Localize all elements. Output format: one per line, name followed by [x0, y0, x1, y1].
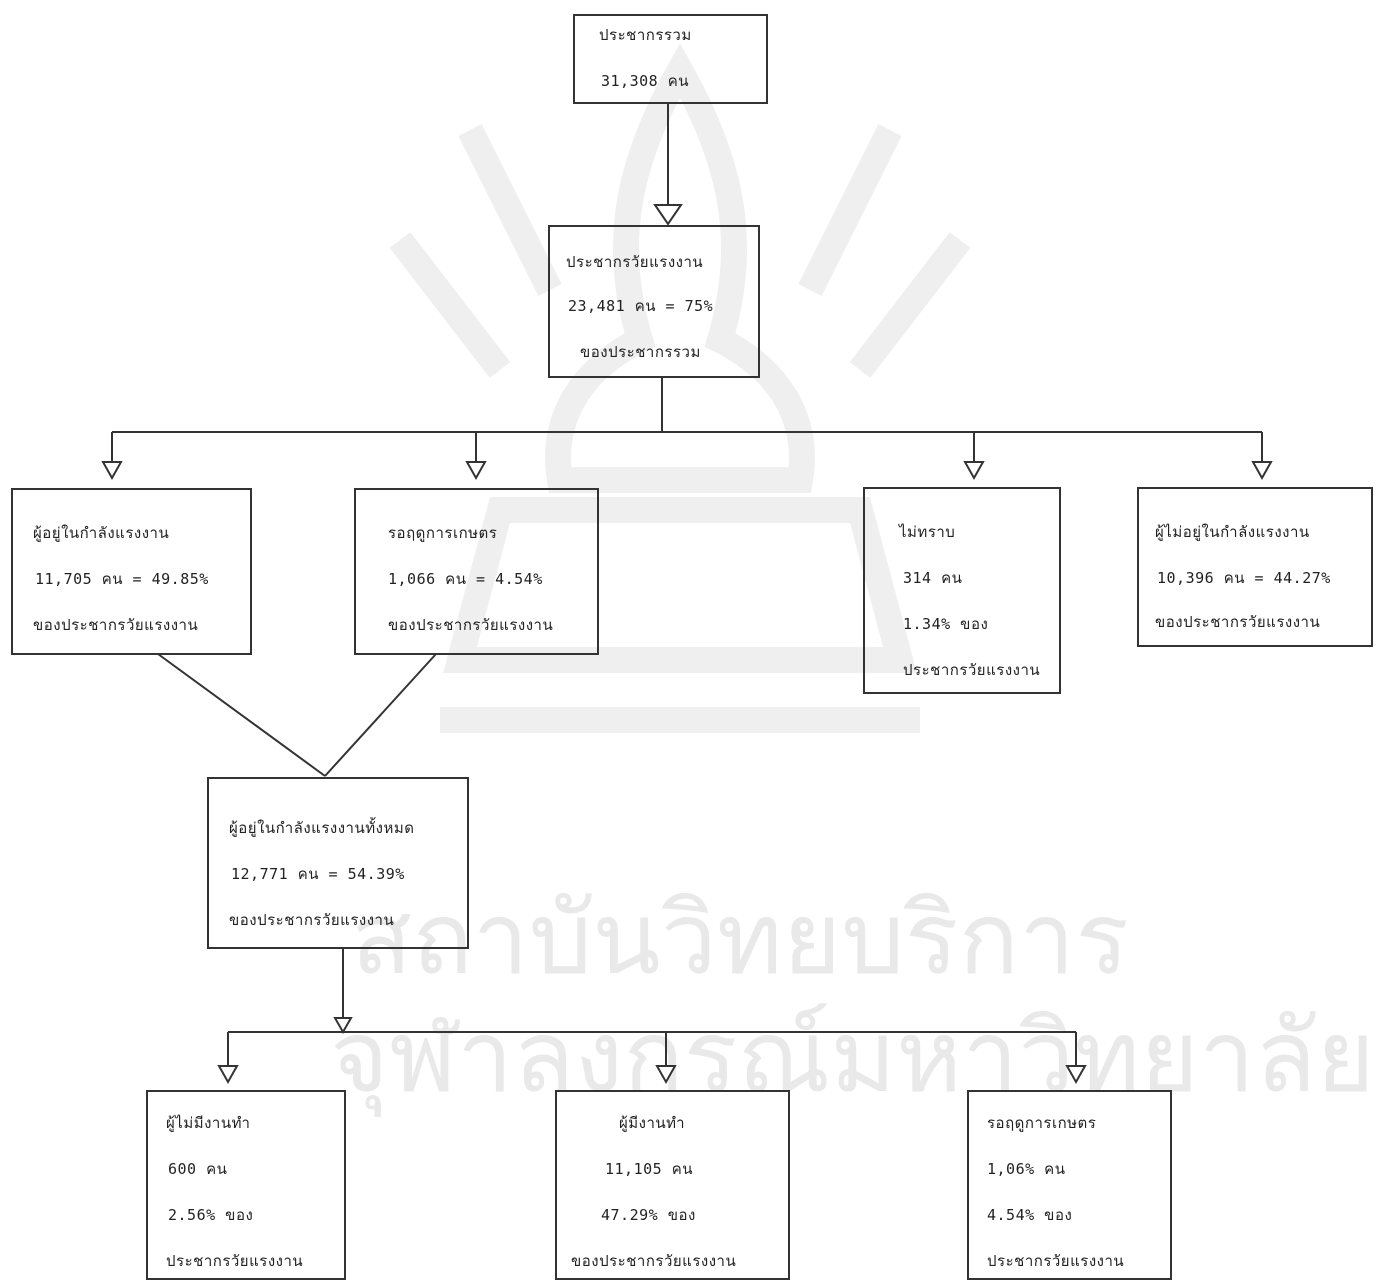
employed-count: 11,105 คน [605, 1160, 694, 1178]
employed-note: ของประชากรวัยแรงงาน [571, 1252, 737, 1270]
unemployed-pct: 2.56% ของ [168, 1206, 254, 1224]
working-age-note: ของประชากรรวม [580, 343, 701, 361]
working-age-label: ประชากรวัยแรงงาน [566, 253, 704, 271]
labor-force-note: ของประชากรวัยแรงงาน [33, 616, 199, 634]
total-labor-force-note: ของประชากรวัยแรงงาน [229, 911, 395, 929]
seasonal-waiting-2-note: ประชากรวัยแรงงาน [987, 1252, 1125, 1270]
labor-force-count: 11,705 คน = 49.85% [35, 570, 209, 588]
unknown-box: ไม่ทราบ 314 คน 1.34% ของ ประชากรวัยแรงงา… [863, 487, 1061, 694]
labor-force-box: ผู้อยู่ในกำลังแรงงาน 11,705 คน = 49.85% … [11, 488, 252, 655]
university-emblem-watermark [389, 43, 971, 733]
seasonal-waiting-2-box: รอฤดูการเกษตร 1,06% คน 4.54% ของ ประชากร… [967, 1090, 1172, 1280]
seasonal-waiting-2-count: 1,06% คน [987, 1160, 1066, 1178]
unknown-note: ประชากรวัยแรงงาน [903, 661, 1041, 679]
working-age-count: 23,481 คน = 75% [568, 297, 714, 315]
unknown-label: ไม่ทราบ [899, 523, 956, 541]
unemployed-note: ประชากรวัยแรงงาน [166, 1252, 304, 1270]
employed-box: ผู้มีงานทำ 11,105 คน 47.29% ของ ของประชา… [555, 1090, 790, 1280]
total-population-count: 31,308 คน [601, 72, 690, 90]
watermark-line-1: สถาบันวิทยบริการ [351, 880, 1129, 997]
seasonal-waiting-box: รอฤดูการเกษตร 1,066 คน = 4.54% ของประชาก… [354, 488, 599, 655]
unknown-pct: 1.34% ของ [903, 615, 989, 633]
unemployed-count: 600 คน [168, 1160, 228, 1178]
seasonal-waiting-count: 1,066 คน = 4.54% [388, 570, 543, 588]
total-labor-force-box: ผู้อยู่ในกำลังแรงงานทั้งหมด 12,771 คน = … [207, 777, 469, 949]
seasonal-waiting-note: ของประชากรวัยแรงงาน [388, 616, 554, 634]
total-population-label: ประชากรรวม [599, 26, 692, 44]
seasonal-waiting-label: รอฤดูการเกษตร [388, 524, 498, 542]
not-in-labor-force-label: ผู้ไม่อยู่ในกำลังแรงงาน [1155, 523, 1310, 541]
not-in-labor-force-box: ผู้ไม่อยู่ในกำลังแรงงาน 10,396 คน = 44.2… [1137, 487, 1373, 647]
employed-label: ผู้มีงานทำ [619, 1114, 685, 1132]
unemployed-label: ผู้ไม่มีงานทำ [166, 1114, 251, 1132]
seasonal-waiting-2-label: รอฤดูการเกษตร [987, 1114, 1097, 1132]
total-labor-force-count: 12,771 คน = 54.39% [231, 865, 405, 883]
unemployed-box: ผู้ไม่มีงานทำ 600 คน 2.56% ของ ประชากรวั… [146, 1090, 346, 1280]
seasonal-waiting-2-pct: 4.54% ของ [987, 1206, 1073, 1224]
employed-pct: 47.29% ของ [601, 1206, 696, 1224]
unknown-count: 314 คน [903, 569, 963, 587]
not-in-labor-force-note: ของประชากรวัยแรงงาน [1155, 613, 1321, 631]
total-population-box: ประชากรรวม 31,308 คน [573, 14, 768, 104]
working-age-box: ประชากรวัยแรงงาน 23,481 คน = 75% ของประช… [548, 225, 760, 378]
labor-force-label: ผู้อยู่ในกำลังแรงงาน [33, 524, 170, 542]
not-in-labor-force-count: 10,396 คน = 44.27% [1157, 569, 1331, 587]
total-labor-force-label: ผู้อยู่ในกำลังแรงงานทั้งหมด [229, 819, 415, 837]
